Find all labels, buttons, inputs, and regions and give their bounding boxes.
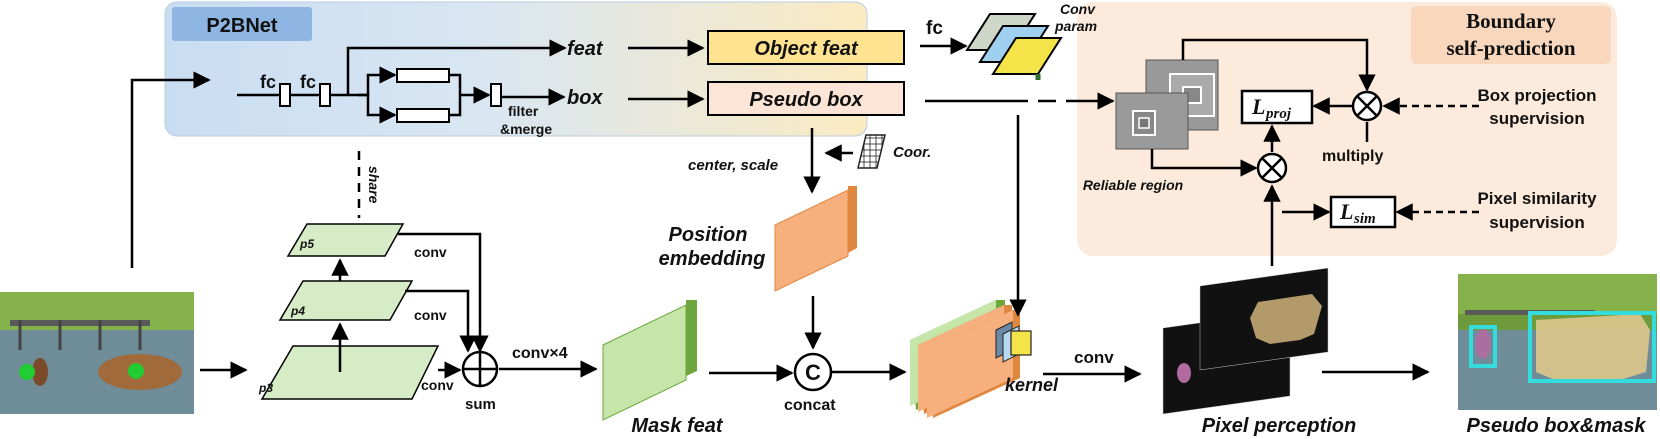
- filter-label: filter: [508, 103, 539, 119]
- branch-block-cls: [396, 68, 450, 83]
- branch-block-reg: [396, 108, 450, 123]
- pixel-perception-maps: [1162, 267, 1329, 415]
- kernel-label: kernel: [1005, 375, 1059, 395]
- conv-label-1: conv: [414, 244, 447, 260]
- p2bnet-title: P2BNet: [206, 15, 277, 37]
- boundary-panel: Boundary self-prediction Reliable region…: [1077, 2, 1617, 256]
- coor-label: Coor.: [893, 144, 931, 161]
- pseudo-box-annotation: [1469, 325, 1497, 368]
- feat-label: feat: [567, 38, 604, 60]
- conv-x4-label: conv×4: [512, 345, 568, 362]
- pseudo-box-box: [707, 81, 905, 116]
- pseudo-box-label: Pseudo box: [749, 89, 863, 111]
- input-image: [0, 292, 194, 414]
- boundary-title-1: Boundary: [1466, 9, 1556, 33]
- reliable-region-label: Reliable region: [1083, 177, 1183, 193]
- object-feat-box: [707, 30, 905, 65]
- fpn-p5: [286, 223, 405, 257]
- l-sim-box: [1329, 195, 1397, 229]
- kernel-icon: [995, 321, 1032, 363]
- concat-symbol: C: [805, 360, 821, 385]
- coordinate-grid-icon: [857, 134, 886, 169]
- l-sim-sub: sim: [1353, 211, 1376, 227]
- box-proj-label-2: supervision: [1489, 109, 1584, 128]
- p2bnet-panel: P2BNet fc fc filter &merge feat box Obje…: [164, 1, 905, 137]
- conv-param-icon: [965, 13, 1063, 80]
- l-proj-box: [1240, 89, 1314, 125]
- object-feat-label: Object feat: [754, 38, 859, 60]
- conv-label-2: conv: [414, 307, 447, 323]
- l-proj-sub: proj: [1264, 106, 1292, 122]
- p3-label: p3: [258, 381, 273, 395]
- reliable-region-icon: [1115, 59, 1219, 150]
- output-image: [1458, 274, 1657, 410]
- kernel-fc-label: fc: [926, 18, 943, 39]
- fc-label-1: fc: [260, 72, 276, 92]
- fpn-p4: [278, 280, 414, 321]
- box-label: box: [567, 87, 603, 109]
- pix-sim-label-1: Pixel similarity: [1477, 189, 1597, 208]
- center-scale-label: center, scale: [688, 157, 778, 174]
- share-label: share: [366, 166, 382, 204]
- box-proj-label-1: Box projection: [1477, 86, 1596, 105]
- p5-label: p5: [299, 237, 314, 251]
- sum-label: sum: [465, 396, 496, 413]
- position-embedding-label-2: embedding: [659, 248, 766, 270]
- fc-block-2: [319, 83, 331, 107]
- boundary-title-2: self-prediction: [1446, 36, 1575, 60]
- concat-op: [793, 352, 833, 392]
- fpn-p3: [260, 345, 440, 400]
- merge-label: &merge: [500, 121, 552, 137]
- point-annotation: [19, 364, 35, 380]
- l-proj-base: L: [1251, 94, 1265, 119]
- pixel-perception-label: Pixel perception: [1202, 415, 1357, 437]
- position-embedding-label-1: Position: [669, 224, 748, 246]
- multiply-label: multiply: [1322, 148, 1383, 165]
- mask-feat-block: [602, 300, 697, 421]
- filter-block: [490, 83, 502, 107]
- concat-label: concat: [784, 397, 836, 414]
- mask-feat-label: Mask feat: [631, 415, 723, 437]
- conv-param-label-1: Conv: [1060, 1, 1096, 17]
- kernel-conv-label: conv: [1074, 348, 1114, 367]
- point-annotation: [128, 363, 144, 379]
- conv-label-3: conv: [421, 377, 454, 393]
- position-embedding-block: [774, 186, 857, 292]
- pix-sim-label-2: supervision: [1489, 213, 1584, 232]
- p4-label: p4: [290, 304, 305, 318]
- conv-param-label-2: param: [1054, 18, 1097, 34]
- fc-label-2: fc: [300, 72, 316, 92]
- pseudo-box-annotation: [1528, 311, 1656, 383]
- l-sim-base: L: [1339, 199, 1353, 224]
- fc-block-1: [279, 83, 291, 107]
- output-label: Pseudo box&mask: [1467, 415, 1647, 437]
